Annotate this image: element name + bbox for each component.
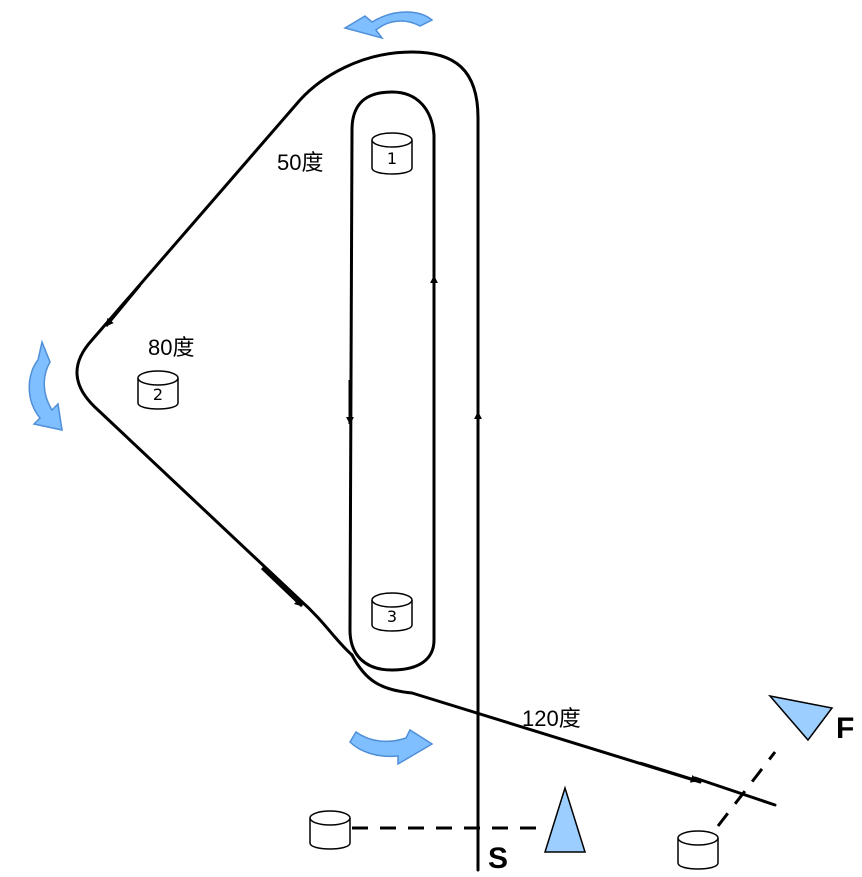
curved-turn-arrow-icon (343, 11, 434, 40)
curved-turn-arrow-icon (28, 339, 63, 431)
exit-path (350, 653, 702, 784)
direction-arrows (104, 275, 699, 783)
direction-arrowhead-icon (260, 566, 304, 608)
inner-loop-path (348, 90, 436, 672)
barrel-1-number: 1 (387, 149, 397, 168)
barrel-2 (137, 370, 179, 410)
triangle-marker-icon (768, 694, 834, 742)
finish-line (693, 776, 777, 807)
barrel-3-number: 3 (387, 607, 397, 626)
direction-arrowhead-icon (104, 284, 142, 327)
triangle-marker-icon (543, 785, 587, 853)
finish-dashed-line (716, 751, 777, 827)
angle-label-120: 120度 (522, 706, 581, 731)
start-label: S (488, 842, 508, 875)
barrel-3 (371, 592, 413, 632)
outer-loop-path (75, 50, 480, 657)
finish-label: F (836, 712, 854, 745)
barrel-start-left (309, 810, 351, 850)
triangle-markers (543, 694, 834, 853)
curved-turn-arrow-icon (349, 728, 434, 766)
turn-arrows (28, 11, 434, 766)
course-path (75, 50, 777, 872)
barrel-2-number: 2 (153, 385, 163, 404)
barrel-finish-bottom (677, 830, 719, 870)
barrels (137, 132, 719, 870)
direction-arrowhead-icon (639, 761, 699, 783)
barrel-1 (371, 132, 413, 175)
dashed-guide-lines (352, 751, 777, 830)
angle-label-50: 50度 (277, 150, 323, 175)
angle-label-80: 80度 (148, 335, 194, 360)
